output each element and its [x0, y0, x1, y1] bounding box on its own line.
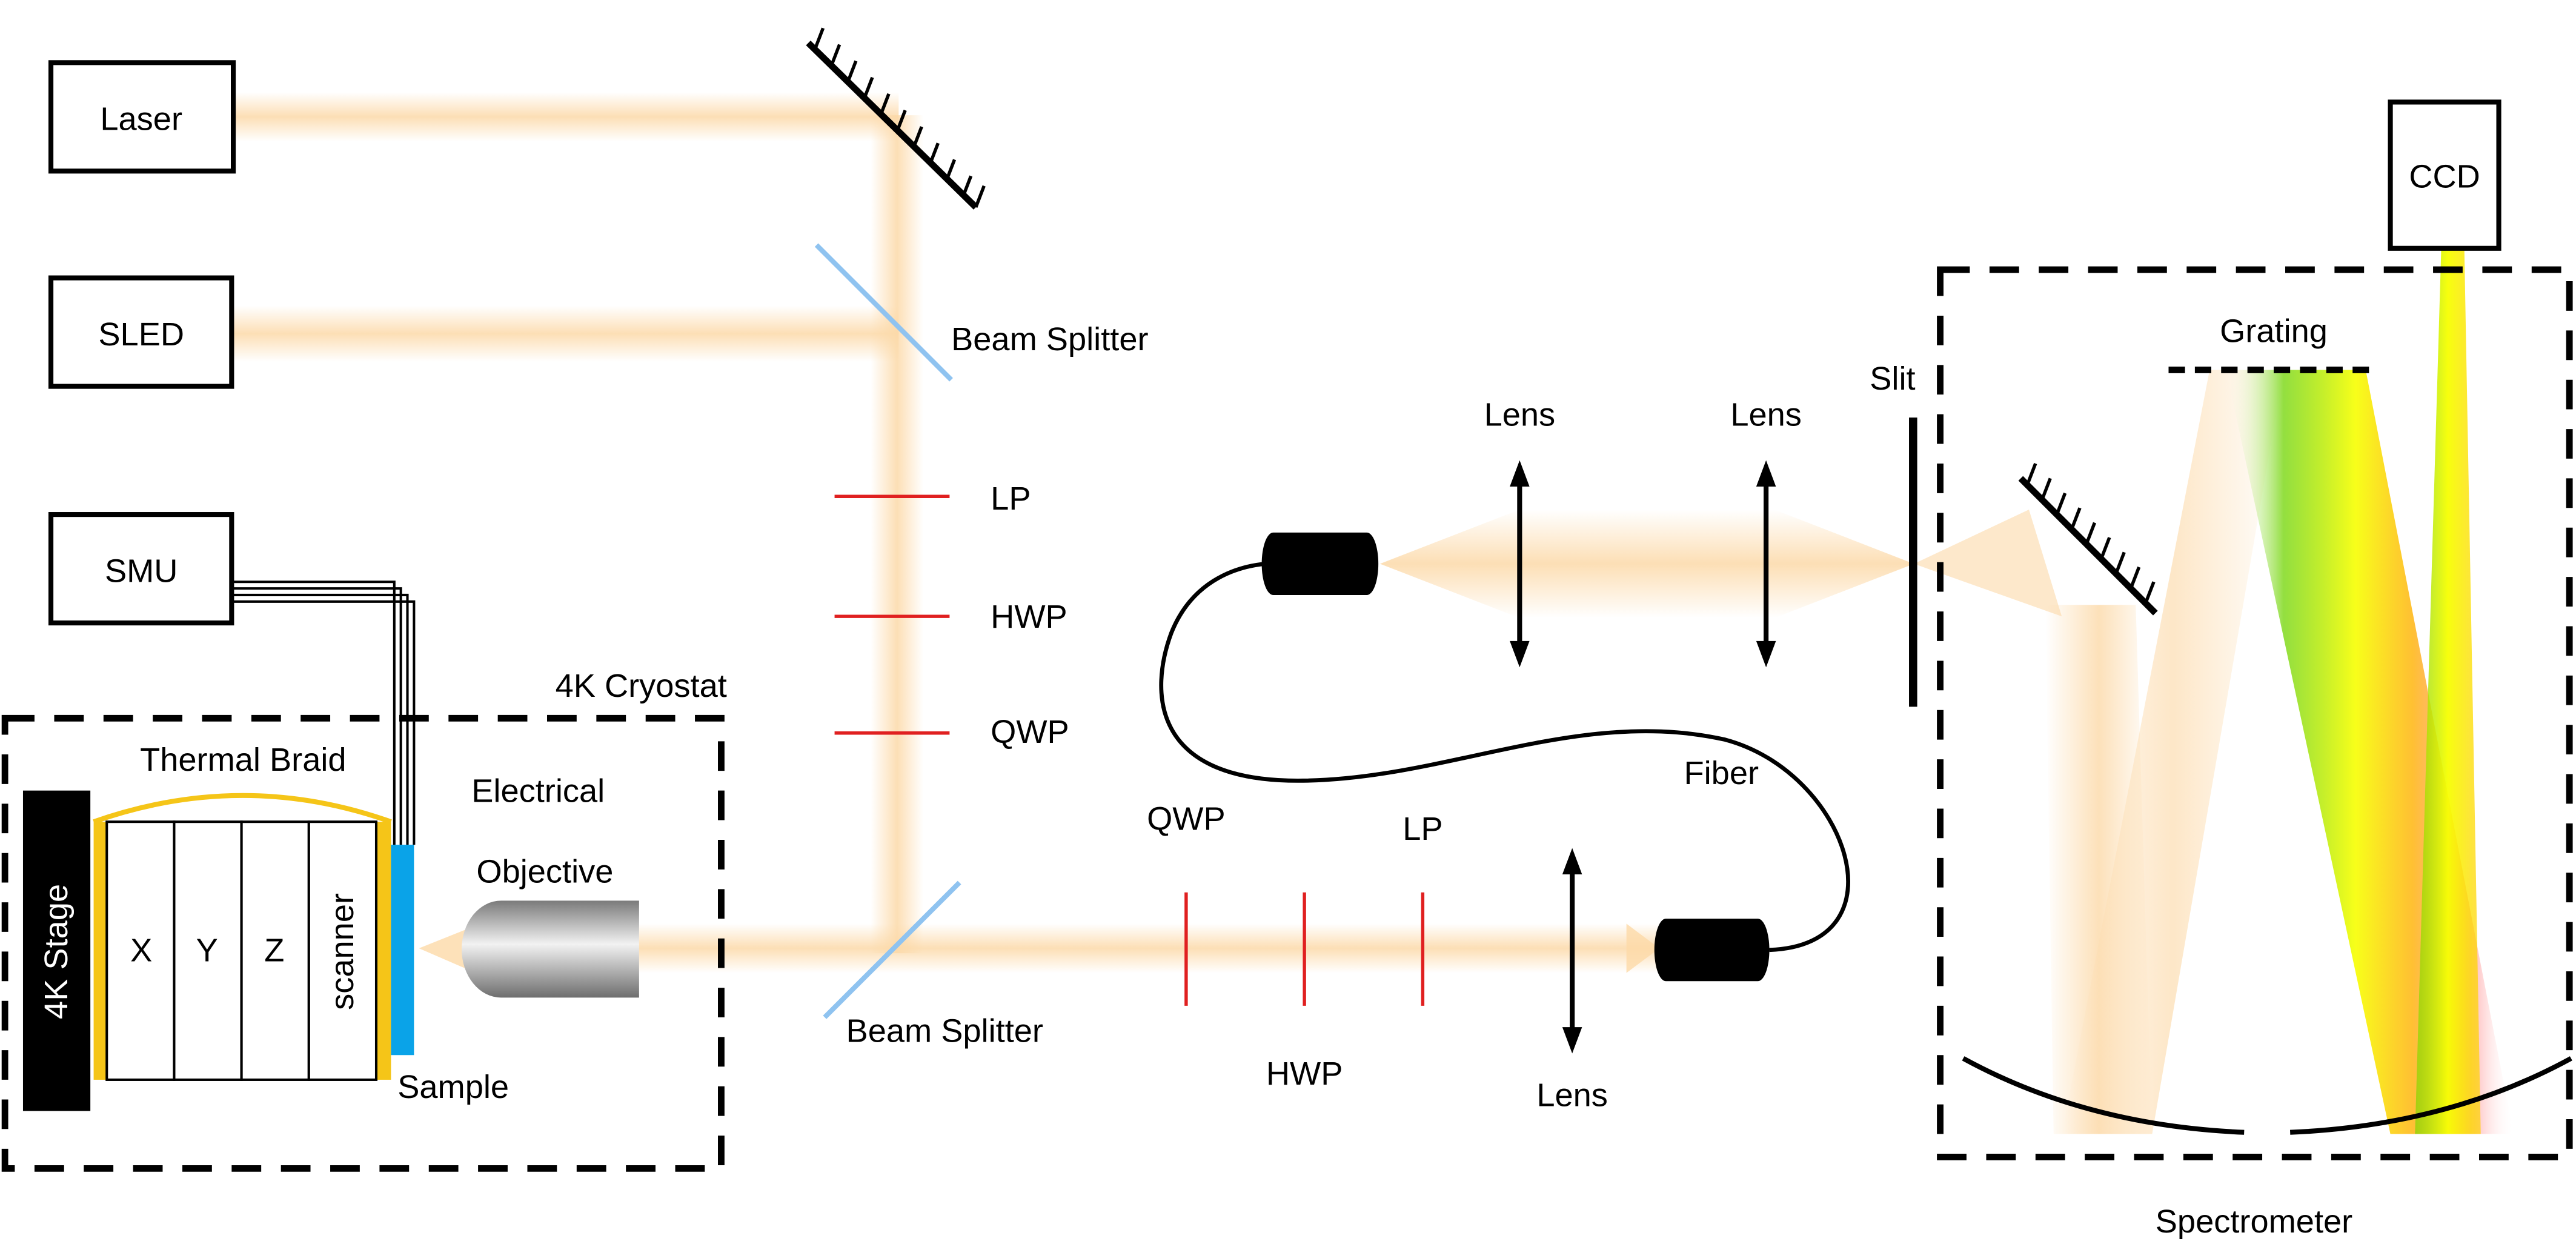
relay-lens-1: Lens [1484, 397, 1556, 668]
focus-cone [419, 928, 468, 970]
scanner-z-label: Z [264, 933, 284, 969]
smu-label: SMU [105, 553, 178, 589]
slit-label: Slit [1870, 361, 1915, 397]
collection-beam [632, 923, 1659, 973]
ccd-box: CCD [2388, 99, 2501, 251]
vertical-beam [871, 115, 923, 954]
laser-label: Laser [100, 101, 182, 138]
fiber-coupler-out [1261, 532, 1379, 595]
excitation-qwp-label: QWP [991, 714, 1069, 750]
objective [461, 900, 639, 998]
top-mirror [806, 27, 986, 210]
spectrometer-enclosure [1937, 266, 2573, 1160]
collection-hwp: HWP [1266, 892, 1343, 1092]
fiber-in-cone [1626, 923, 1659, 973]
excitation-hwp-label: HWP [991, 599, 1067, 635]
cryostat-title: 4K Cryostat [556, 668, 727, 704]
collection-lens: Lens [1536, 848, 1608, 1113]
electrical-label: Electrical [471, 773, 605, 810]
braid-mount-right [376, 822, 391, 1080]
beam-splitter-bottom [823, 880, 961, 1019]
collection-hwp-label: HWP [1266, 1056, 1343, 1092]
relay-lens-2-label: Lens [1730, 397, 1802, 433]
sled-beam [233, 305, 899, 362]
slit-beam [1914, 509, 2062, 617]
stage-4k: 4K Stage [22, 790, 91, 1111]
spectrometer-beam-up [2062, 370, 2284, 1134]
collection-qwp: QWP [1147, 801, 1226, 1006]
collection-lp-label: LP [1403, 811, 1442, 847]
collection-lens-label: Lens [1536, 1077, 1608, 1113]
optical-fiber [1159, 562, 1850, 953]
sample [391, 845, 414, 1056]
braid-mount-left [93, 822, 107, 1080]
objective-label: Objective [476, 854, 613, 890]
ccd-label: CCD [2409, 158, 2480, 195]
laser-beam [233, 92, 899, 142]
fiber-coupler-in [1654, 919, 1770, 982]
collection-lp: LP [1403, 811, 1443, 1006]
beam-splitter-top [814, 243, 953, 382]
focusing-mirror [2289, 1056, 2572, 1135]
scanner-y-label: Y [196, 933, 218, 969]
beam-splitter-top-label: Beam Splitter [951, 321, 1148, 358]
stage-4k-label: 4K Stage [38, 884, 75, 1019]
sled-box: SLED [48, 275, 234, 389]
scanner-label: scanner [324, 893, 360, 1010]
spectrometer-title: Spectrometer [2156, 1203, 2352, 1240]
fiber-out-beam [1379, 509, 1914, 618]
ccd-beam [2415, 247, 2481, 1134]
scanner-stack: X Y Z scanner [105, 820, 378, 1081]
excitation-lp: LP [834, 481, 1031, 517]
scanner-x-label: X [130, 933, 152, 969]
sled-label: SLED [98, 316, 184, 353]
grating-label: Grating [2220, 313, 2328, 349]
beam-paths [233, 92, 2514, 1134]
collection-qwp-label: QWP [1147, 801, 1226, 837]
smu-box: SMU [48, 512, 234, 626]
cryostat-enclosure [1, 714, 725, 1172]
beam-splitter-bottom-label: Beam Splitter [846, 1013, 1043, 1049]
excitation-hwp: HWP [834, 599, 1067, 635]
thermal-braid [93, 793, 392, 825]
electrical-wires [231, 580, 416, 845]
laser-box: Laser [48, 60, 236, 174]
thermal-braid-label: Thermal Braid [140, 742, 346, 778]
collimating-mirror [1962, 1056, 2245, 1135]
spectrometer-mirror [2018, 463, 2158, 616]
excitation-qwp: QWP [834, 714, 1069, 750]
excitation-lp-label: LP [991, 481, 1031, 517]
sample-label: Sample [397, 1069, 509, 1105]
relay-lens-2: Lens [1730, 397, 1802, 668]
relay-lens-1-label: Lens [1484, 397, 1556, 433]
slit [1909, 417, 1917, 707]
fiber-label: Fiber [1684, 755, 1759, 791]
